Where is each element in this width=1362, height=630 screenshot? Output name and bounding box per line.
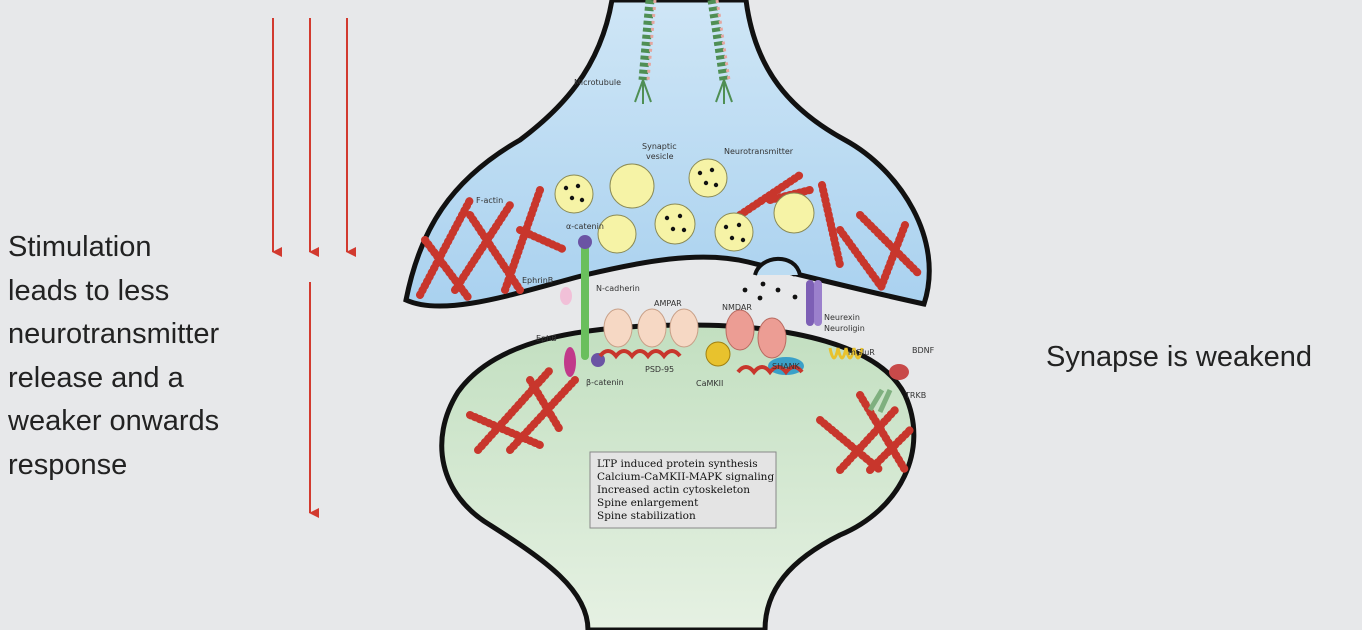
left-text-line: Stimulation (8, 231, 152, 263)
psd95-chain (736, 365, 804, 376)
fusing-vesicle (753, 256, 802, 276)
label-neuroligin: Neuroligin (824, 324, 865, 333)
label-mglur: mGluR (848, 348, 875, 357)
ampar-receptor (603, 308, 633, 348)
box-line: Increased actin cytoskeleton (597, 484, 750, 496)
box-line: Calcium-CaMKII-MAPK signaling (597, 471, 774, 483)
vesicle (597, 214, 637, 254)
synapse-weakened-text: Synapse is weakend (1046, 341, 1312, 373)
trkb-protein (867, 388, 893, 414)
label-shank: SHANK (772, 362, 801, 371)
label-n-cadherin: N-cadherin (596, 284, 640, 293)
box-line: Spine stabilization (597, 510, 696, 522)
label-ephrinb: EphrinB (522, 276, 553, 285)
label-trkb: TRKB (904, 391, 926, 400)
ltp-info-box: LTP induced protein synthesis Calcium-Ca… (589, 451, 777, 529)
vesicle (554, 174, 594, 214)
nmdar-receptor (757, 317, 787, 359)
diagram-labels: Microtubule Synaptic vesicle Neurotransm… (476, 78, 935, 400)
vesicle (714, 212, 754, 252)
camkii-protein (705, 341, 731, 367)
label-synaptic-vesicle: vesicle (646, 152, 674, 161)
neuroligin-protein (814, 280, 822, 326)
ampar-receptor (669, 308, 699, 348)
label-neurotransmitter: Neurotransmitter (724, 147, 794, 156)
shank-protein (768, 357, 804, 375)
label-camkii: CaMKII (696, 379, 723, 388)
nmdar-receptor (725, 309, 755, 351)
ephrinb-protein (560, 287, 572, 305)
bdnf-protein (889, 364, 909, 380)
label-ampar: AMPAR (654, 299, 682, 308)
label-psd95: PSD-95 (645, 365, 674, 374)
label-f-actin: F-actin (476, 196, 503, 205)
ephb-protein (564, 347, 576, 377)
label-nmdar: NMDAR (722, 303, 752, 312)
label-alpha-catenin: α-catenin (566, 222, 604, 231)
vesicle (688, 158, 728, 198)
n-cadherin-protein (581, 240, 589, 360)
alpha-catenin-protein (578, 235, 592, 249)
vesicle (609, 163, 655, 209)
mglur-protein (828, 347, 864, 360)
vesicle (773, 192, 815, 234)
left-text-line: release and a (8, 361, 184, 394)
psd95-chain (598, 349, 682, 360)
label-synaptic-vesicle: Synaptic (642, 142, 677, 151)
label-ephb: EphB (536, 334, 557, 343)
box-line: LTP induced protein synthesis (597, 458, 758, 470)
left-text-line: neurotransmitter (8, 318, 220, 351)
ampar-receptor (637, 308, 667, 348)
neurexin-protein (806, 280, 814, 326)
stimulation-text: Stimulation leads to less neurotransmitt… (8, 226, 278, 488)
arrows (272, 18, 356, 518)
left-text-line: leads to less (8, 274, 170, 307)
label-microtubule: Microtubule (574, 78, 621, 87)
f-actin-filaments (416, 171, 924, 474)
left-text-line: response (8, 448, 128, 481)
label-bdnf: BDNF (912, 346, 935, 355)
label-beta-catenin: β-catenin (586, 378, 624, 387)
vesicle (654, 203, 696, 245)
left-text-line: weaker onwards (8, 405, 220, 438)
membrane-proteins (560, 235, 909, 414)
box-line: Spine enlargement (597, 497, 699, 509)
label-neurexin: Neurexin (824, 313, 860, 322)
microtubules (634, 0, 733, 104)
